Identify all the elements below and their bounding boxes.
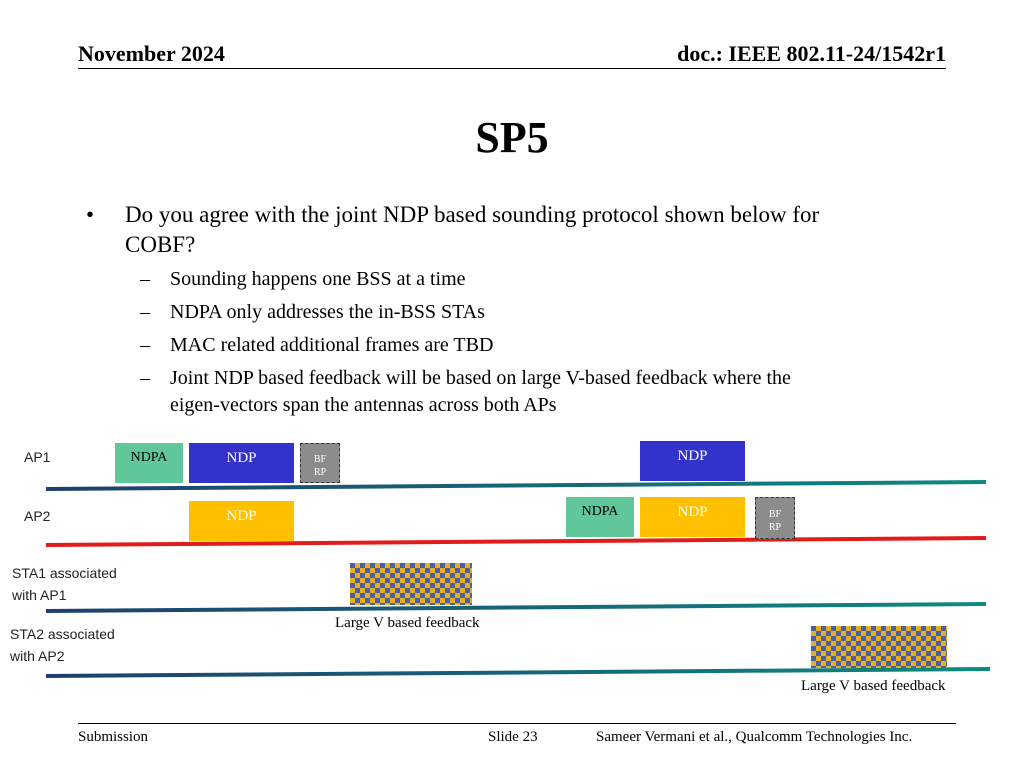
header-rule	[78, 68, 946, 69]
ap2-bfrp-frame: BF RP	[755, 497, 795, 539]
sub-dash-4: –	[140, 367, 150, 389]
ap1-bfrp-line-1: BF	[313, 453, 327, 465]
footer-slide-number: Slide 23	[488, 729, 538, 745]
bullet-line-1: Do you agree with the joint NDP based so…	[125, 202, 820, 227]
header-doc-id: doc.: IEEE 802.11-24/1542r1	[677, 41, 946, 66]
sta2-feedback-caption: Large V based feedback	[801, 678, 946, 694]
ap1-ndpa-label: NDPA	[130, 450, 168, 465]
bullet-marker: •	[86, 202, 95, 227]
sta1-label-line-1: STA1 associated	[12, 565, 117, 581]
ap1-label: AP1	[24, 449, 51, 465]
ap1-ndp-label-1: NDP	[226, 450, 257, 466]
ap1-ndp-frame-1: NDP	[189, 443, 294, 483]
sub-dash-2: –	[140, 301, 150, 323]
sta1-feedback-caption: Large V based feedback	[335, 615, 480, 631]
slide-title: SP5	[475, 113, 549, 162]
ap2-bfrp-line-2: RP	[768, 521, 782, 533]
ap1-bfrp-frame: BF RP	[300, 443, 340, 483]
sub-item-4: Joint NDP based feedback will be based o…	[170, 367, 791, 389]
bullet-line-2: COBF?	[125, 232, 196, 257]
ap1-bfrp-line-2: RP	[313, 466, 327, 478]
footer-rule	[78, 723, 956, 724]
ap2-ndp-label-1: NDP	[226, 508, 257, 524]
sub-item-2: NDPA only addresses the in-BSS STAs	[170, 301, 485, 323]
ap1-ndpa-frame: NDPA	[115, 443, 183, 483]
ap2-label: AP2	[24, 508, 51, 524]
footer-author: Sameer Vermani et al., Qualcomm Technolo…	[596, 729, 913, 745]
ap1-ndp-frame-2: NDP	[640, 441, 745, 481]
ap2-ndp-frame-2: NDP	[640, 497, 745, 537]
ap2-ndpa-label: NDPA	[581, 504, 619, 519]
sta2-timeline	[45, 667, 991, 678]
ap2-ndp-frame-1: NDP	[189, 501, 294, 541]
sta1-label-line-2: with AP1	[12, 587, 67, 603]
sub-item-4-continued: eigen-vectors span the antennas across b…	[170, 394, 557, 416]
sta2-label-line-1: STA2 associated	[10, 626, 115, 642]
footer-submission: Submission	[78, 729, 149, 745]
ap2-ndp-label-2: NDP	[677, 504, 708, 520]
ap2-ndpa-frame: NDPA	[566, 497, 634, 537]
ap2-timeline	[45, 536, 987, 547]
sta1-timeline	[45, 602, 987, 613]
ap1-timeline	[45, 480, 987, 491]
ap2-bfrp-line-1: BF	[768, 508, 782, 520]
sub-item-1: Sounding happens one BSS at a time	[170, 268, 466, 290]
sta2-feedback-frame	[811, 626, 947, 668]
sub-dash-1: –	[140, 268, 150, 290]
sub-dash-3: –	[140, 334, 150, 356]
sta1-feedback-frame	[350, 563, 472, 605]
ap1-ndp-label-2: NDP	[677, 448, 708, 464]
sub-item-3: MAC related additional frames are TBD	[170, 334, 494, 356]
sta2-label-line-2: with AP2	[10, 648, 65, 664]
header-date: November 2024	[78, 41, 225, 66]
